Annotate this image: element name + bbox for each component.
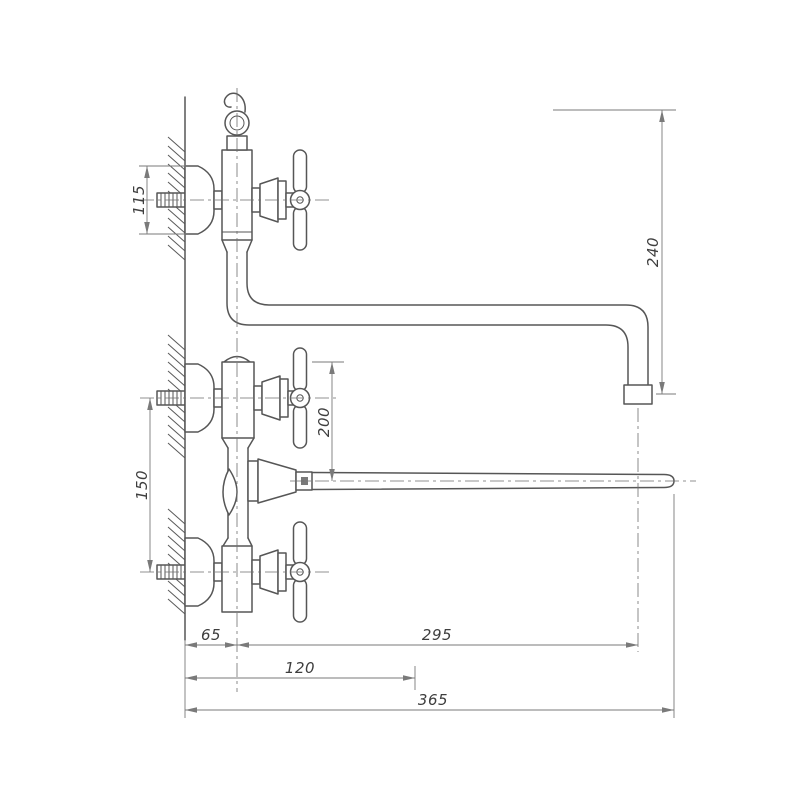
dimension-295: 295	[237, 626, 638, 648]
cross-handle-top	[289, 149, 311, 251]
dim-65-label: 65	[201, 626, 221, 644]
wall	[167, 96, 186, 641]
dim-295-label: 295	[422, 626, 452, 644]
dim-200-label: 200	[315, 407, 333, 437]
wall-hatch-bottom	[167, 508, 186, 615]
dimensions: 115 150 240 200 65	[130, 109, 676, 718]
dimension-115: 115	[130, 165, 186, 235]
dim-115-label: 115	[130, 185, 148, 215]
body-taper-top	[221, 239, 253, 253]
centerlines	[140, 88, 696, 692]
faucet-bottom-assembly	[184, 521, 311, 623]
dimension-65: 65	[185, 626, 638, 648]
faucet-top-assembly	[184, 92, 311, 253]
aerator-dot	[301, 477, 308, 485]
dim-240-label: 240	[644, 237, 662, 267]
cross-handle-bottom	[289, 521, 311, 623]
body-taper-middle	[221, 437, 255, 449]
dimension-120: 120	[185, 659, 416, 690]
dimension-150: 150	[133, 398, 153, 572]
shower-hook	[223, 92, 246, 113]
body-bottom	[221, 545, 253, 613]
dimension-240: 240	[553, 109, 676, 395]
body-taper-bottom-joint	[222, 537, 253, 547]
faucet-middle-assembly	[184, 347, 313, 547]
dimension-365: 365	[185, 494, 675, 718]
dimension-200: 200	[312, 361, 344, 481]
dim-120-label: 120	[285, 659, 315, 677]
diverter-lever	[222, 468, 238, 516]
body-middle	[221, 361, 255, 439]
s-spout	[226, 251, 653, 405]
spout-outlet-fitting	[623, 384, 653, 405]
dim-150-label: 150	[133, 470, 151, 500]
dim-365-label: 365	[418, 691, 448, 709]
